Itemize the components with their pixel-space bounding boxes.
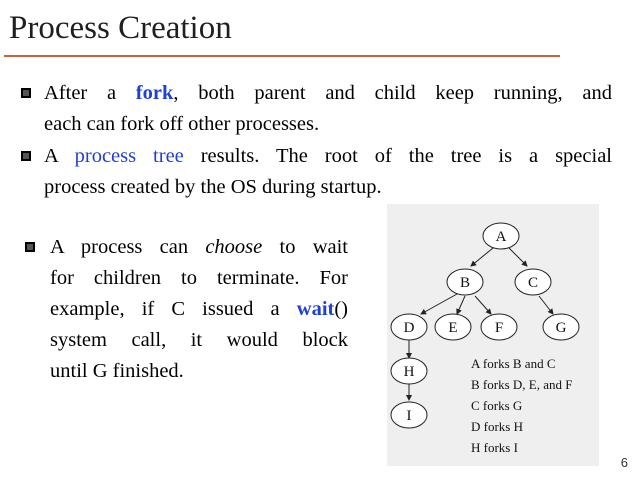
text-segment: , both parent and child keep running, an… [173,82,612,104]
tree-node-labels: A B C D E F G H I [404,229,567,424]
square-bullet-icon [21,151,31,161]
node-b-shape [446,268,484,296]
text-segment: () [334,298,348,320]
bullet-tree-line2: process created by the OS during startup… [44,176,382,198]
process-tree-diagram: A B C D E F G H I A forks B and C B fork… [390,222,580,455]
node-c-label: C [528,275,538,291]
bullet-fork-line1: After a fork, both parent and child keep… [44,78,612,109]
edge-b-e [456,295,466,315]
bullet-wait-line5: until G finished. [50,360,184,382]
legend-line: H forks I [471,440,518,455]
text-segment: A process can [50,236,206,258]
legend-line: A forks B and C [471,356,556,371]
tree-legend: A forks B and C B forks D, E, and F C fo… [471,356,572,455]
tree-nodes [390,222,580,429]
node-e-label: E [448,320,457,336]
edge-b-d [420,293,458,315]
bullet-fork-line2: each can fork off other processes. [44,113,320,135]
bullet-wait: A process can choose to wait for childre… [25,232,348,387]
node-h-label: H [404,364,415,380]
edge-c-g [538,295,554,315]
edge-a-c [508,247,528,267]
square-bullet-icon [25,242,35,252]
slide-title: Process Creation [9,10,232,46]
square-bullet-icon [21,88,31,98]
node-d-shape [390,313,428,341]
keyword-fork: fork [135,82,174,104]
node-f-label: F [495,320,503,336]
node-a-label: A [496,229,507,245]
bullet-process-tree: A process tree results. The root of the … [21,141,612,203]
legend-line: C forks G [471,398,522,413]
text-segment: to wait [262,236,349,258]
node-i-shape [390,401,428,429]
node-d-label: D [404,320,415,336]
bullet-wait-line3: example, if C issued a wait() [50,294,348,325]
bullet-wait-line4: system call, it would block [50,329,348,351]
bullet-tree-line1: A process tree results. The root of the … [44,141,612,172]
node-i-label: I [407,408,412,424]
legend-line: B forks D, E, and F [471,377,572,392]
node-g-label: G [556,320,567,336]
text-segment: example, if C issued a [50,298,297,320]
legend-line: D forks H [471,419,523,434]
title-divider [4,55,560,57]
tree-edges [406,247,554,401]
bullet-fork: After a fork, both parent and child keep… [21,78,612,140]
text-segment: results. The root of the tree is a speci… [183,145,612,167]
keyword-process-tree: process tree [74,145,184,167]
node-b-label: B [460,275,470,291]
keyword-wait: wait [296,298,335,320]
page-number: 6 [620,455,628,470]
node-f-shape [480,313,518,341]
node-a-shape [482,222,520,250]
node-h-shape [390,357,428,385]
process-tree-figure: A B C D E F G H I A forks B and C B fork… [387,204,599,466]
edge-b-f [474,295,492,315]
text-segment: A [44,145,75,167]
emphasis-choose: choose [205,236,263,258]
text-segment: After a [44,82,136,104]
bullet-wait-line2: for children to terminate. For [50,267,348,289]
node-c-shape [514,268,552,296]
node-g-shape [542,313,580,341]
edge-a-b [470,247,494,267]
bullet-wait-line1: A process can choose to wait [50,232,348,263]
node-e-shape [434,313,472,341]
